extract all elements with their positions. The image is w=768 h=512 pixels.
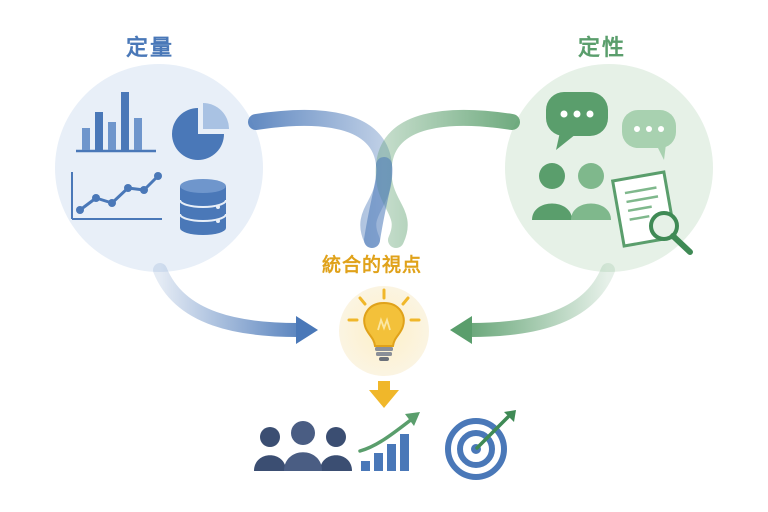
chat-bubble-icon: [622, 110, 676, 160]
speech-bubble-icon: [546, 92, 608, 150]
quantitative-flow-band: [248, 109, 393, 248]
people-icon: [532, 163, 611, 220]
bar-chart-icon: [76, 92, 156, 153]
down-arrow-icon: [369, 381, 399, 408]
qualitative-flow-band: [375, 109, 520, 248]
growth-chart-icon: [358, 412, 420, 471]
pie-chart-icon: [172, 103, 229, 160]
integrated-perspective-label: 統合的視点: [322, 254, 423, 276]
qualitative-arrow: [450, 263, 615, 344]
quantitative-arrow: [153, 263, 318, 344]
braid-overlap: [364, 157, 393, 248]
lightbulb-icon: [347, 288, 421, 361]
quantitative-label: 定量: [126, 36, 175, 61]
braid-connector: [248, 109, 520, 248]
line-chart-icon: [71, 172, 162, 220]
quantitative-circle: [55, 64, 263, 272]
database-icon: [179, 179, 227, 235]
qualitative-label: 定性: [578, 36, 627, 61]
document-search-icon: [610, 170, 693, 255]
team-icon: [254, 421, 352, 471]
target-icon: [445, 410, 516, 480]
